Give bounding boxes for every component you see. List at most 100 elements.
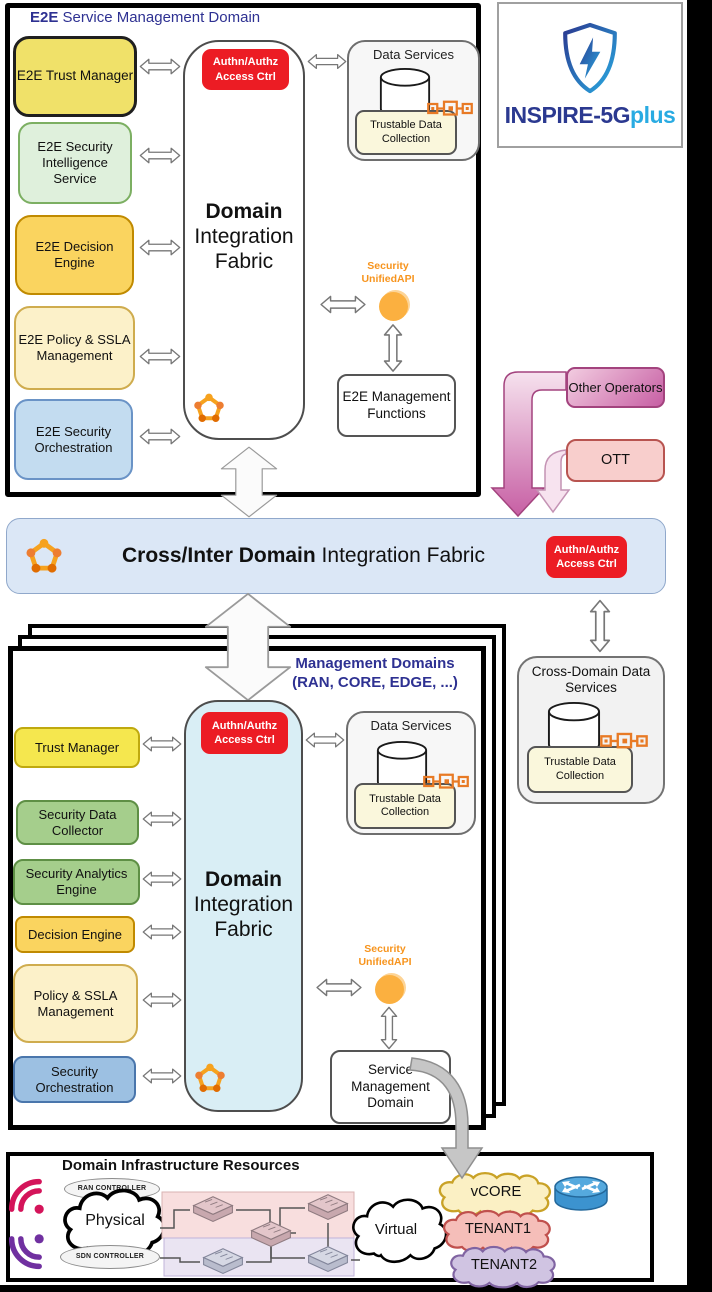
security-unified-api-label: Security UnifiedAPI <box>342 943 428 969</box>
security-unified-api-node <box>379 292 408 321</box>
double-arrow <box>139 427 181 446</box>
security-orchestration-box: Security Orchestration <box>13 1056 136 1103</box>
cross-bar-title-rest: Integration Fabric <box>315 544 485 568</box>
e2e-data-services-box: Data Services Trustable Data Collection <box>347 40 480 161</box>
data-services-box: Data Services Trustable Data Collection <box>346 711 476 835</box>
blockchain-icon <box>426 98 474 119</box>
fabric-label-l2: Integration <box>193 892 294 916</box>
blockchain-icon <box>599 730 649 752</box>
domain-integration-fabric: Authn/Authz Access Ctrl Domain Integrati… <box>184 700 303 1112</box>
double-arrow <box>303 978 375 997</box>
e2e-decision-engine-box: E2E Decision Engine <box>15 215 134 295</box>
sdn-signal-icon <box>8 1234 44 1270</box>
blockchain-icon <box>422 771 470 792</box>
double-arrow-vertical <box>379 1006 399 1050</box>
data-services-title: Data Services <box>370 718 452 733</box>
authn-line2: Access Ctrl <box>214 734 275 746</box>
double-arrow <box>139 146 181 165</box>
cross-bar-title-bold: Cross/Inter Domain <box>122 544 316 568</box>
logo-name: INSPIRE-5G <box>504 102 631 128</box>
data-services-title: Data Services <box>373 47 454 62</box>
management-domains-title-l2: (RAN, CORE, EDGE, ...) <box>292 673 458 691</box>
operator-flow-arrows <box>490 371 571 518</box>
integration-fabric-icon <box>25 537 63 575</box>
logo-suffix: plus <box>630 102 676 128</box>
cross-bar-title: Cross/Inter Domain Integration Fabric <box>67 519 540 593</box>
double-arrow <box>139 57 181 76</box>
shield-bolt-icon <box>563 22 617 94</box>
double-arrow <box>306 295 380 314</box>
policy-ssla-box: Policy & SSLA Management <box>13 964 138 1043</box>
api-label-l2: UnifiedAPI <box>361 273 415 286</box>
fabric-label-l1: Domain <box>204 868 282 891</box>
authn-line1: Authn/Authz <box>211 719 278 732</box>
authn-line2: Access Ctrl <box>215 70 276 83</box>
deployment-flow-arrow <box>409 1057 484 1180</box>
double-arrow <box>139 238 181 257</box>
management-domains-title-l1: Management Domains <box>295 655 455 672</box>
page-background: E2E Service Management Domain E2E Trust … <box>0 0 687 1285</box>
integration-fabric-icon <box>193 392 225 424</box>
trustable-data-collection-box: Trustable Data Collection <box>527 746 633 793</box>
infrastructure-title: Domain Infrastructure Resources <box>62 1157 300 1174</box>
fabric-label-l2: Integration <box>194 224 294 248</box>
security-unified-api-label: Security UnifiedAPI <box>345 260 431 286</box>
trustable-data-collection-box: Trustable Data Collection <box>355 110 457 155</box>
security-data-collector-box: Security Data Collector <box>16 800 139 845</box>
fabric-label-l3: Fabric <box>214 917 273 941</box>
logo-wordmark: INSPIRE-5Gplus <box>499 102 681 129</box>
api-label-l1: Security <box>367 260 409 272</box>
integration-fabric-icon <box>194 1062 226 1094</box>
double-arrow-vertical <box>383 323 403 373</box>
e2e-trust-manager-box: E2E Trust Manager <box>13 36 137 117</box>
double-arrow <box>142 923 182 941</box>
trustable-data-collection-box: Trustable Data Collection <box>354 783 456 829</box>
fabric-label-l1: Domain <box>205 200 283 223</box>
authn-authz-badge: Authn/Authz Access Ctrl <box>201 712 288 754</box>
double-arrow <box>142 810 182 828</box>
tenant1-cloud-label: TENANT1 <box>464 1221 532 1237</box>
inspire-5gplus-logo: INSPIRE-5Gplus <box>497 2 683 148</box>
authn-line1: Authn/Authz <box>212 56 279 69</box>
authn-authz-badge: Authn/Authz Access Ctrl <box>546 536 627 578</box>
e2e-security-intelligence-box: E2E Security Intelligence Service <box>18 122 132 204</box>
cross-domain-data-services-box: Cross-Domain Data Services Trustable Dat… <box>517 656 665 804</box>
e2e-domain-title: E2E Service Management Domain <box>30 9 260 26</box>
trust-manager-box: Trust Manager <box>14 727 140 768</box>
tenant2-cloud-label: TENANT2 <box>470 1257 538 1273</box>
vcore-cloud-label: vCORE <box>470 1183 522 1200</box>
ran-signal-icon <box>8 1178 44 1214</box>
cross-inter-domain-bar: Cross/Inter Domain Integration Fabric Au… <box>6 518 666 594</box>
management-domains-title: Management Domains (RAN, CORE, EDGE, ...… <box>272 655 478 693</box>
double-arrow <box>142 991 182 1009</box>
big-double-arrow <box>204 446 294 518</box>
security-analytics-engine-box: Security Analytics Engine <box>13 859 140 905</box>
security-unified-api-node <box>375 975 404 1004</box>
double-arrow <box>305 731 345 749</box>
authn-line2: Access Ctrl <box>556 558 617 570</box>
e2e-domain-title-rest: Service Management Domain <box>58 9 261 26</box>
fabric-label: Domain Integration Fabric <box>186 868 301 942</box>
api-label-l1: Security <box>364 943 406 955</box>
e2e-domain-integration-fabric: Authn/Authz Access Ctrl Domain Integrati… <box>183 40 305 440</box>
ott-box: OTT <box>566 439 665 482</box>
virtual-cloud-label: Virtual <box>374 1221 418 1238</box>
e2e-domain-title-bold: E2E <box>30 9 59 26</box>
double-arrow-vertical <box>589 597 611 655</box>
double-arrow <box>142 870 182 888</box>
authn-line1: Authn/Authz <box>553 543 620 556</box>
physical-cloud-label: Physical <box>85 1212 145 1229</box>
authn-authz-badge: Authn/Authz Access Ctrl <box>202 49 289 90</box>
fabric-label: Domain Integration Fabric <box>185 200 303 274</box>
double-arrow <box>142 735 182 753</box>
double-arrow <box>307 52 347 71</box>
api-label-l2: UnifiedAPI <box>358 956 412 969</box>
double-arrow <box>139 347 181 366</box>
double-arrow <box>142 1067 182 1085</box>
router-icon <box>554 1176 608 1211</box>
e2e-management-functions-box: E2E Management Functions <box>337 374 456 437</box>
e2e-policy-ssla-box: E2E Policy & SSLA Management <box>14 306 135 390</box>
decision-engine-box: Decision Engine <box>15 916 135 953</box>
ott-arrow <box>535 449 571 514</box>
